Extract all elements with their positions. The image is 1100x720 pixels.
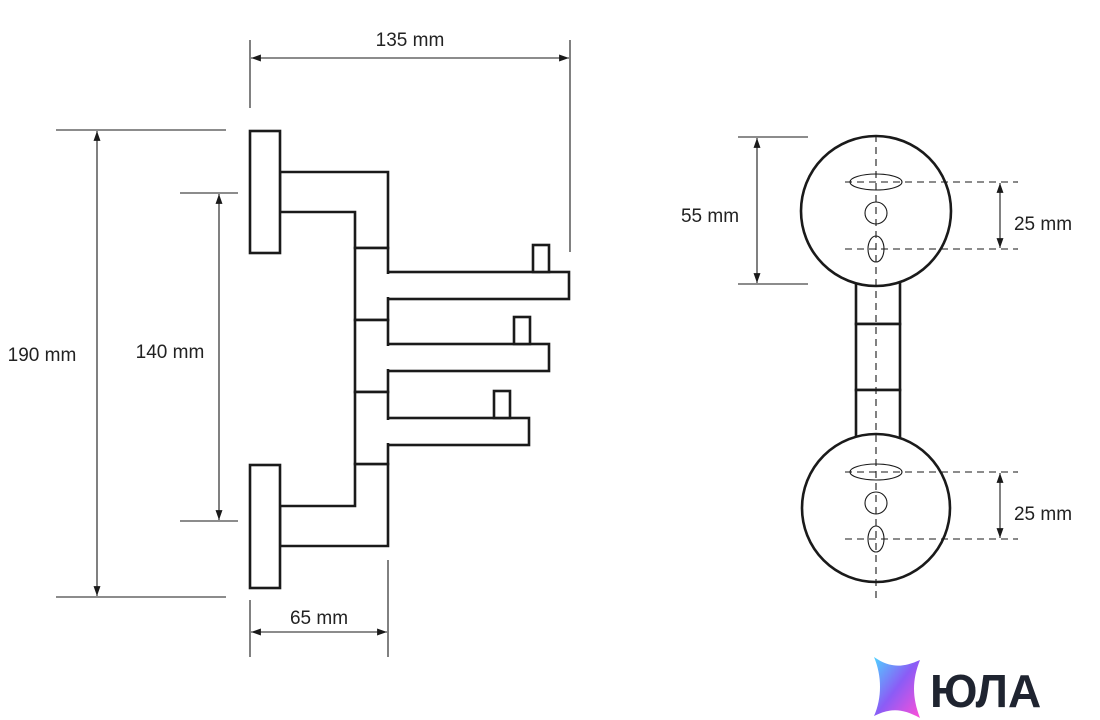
upper-bracket-arm: [278, 170, 390, 250]
hook-pin-3: [492, 389, 512, 420]
brand-logo: ЮЛА: [874, 657, 1041, 718]
hook-arm-3: [384, 416, 531, 447]
wall-plate-top: [248, 129, 282, 255]
column-segment-1: [353, 246, 390, 322]
label-depth: 65 mm: [290, 608, 348, 629]
column-segment-2: [353, 318, 390, 394]
hook-arm-2: [384, 342, 551, 373]
column-segment-3: [353, 390, 390, 466]
logo-star-icon: [874, 657, 920, 718]
label-width: 135 mm: [376, 30, 445, 51]
front-column-segment-2: [854, 322, 902, 392]
lower-bracket-arm: [278, 462, 390, 548]
hook-arm-1: [384, 270, 571, 301]
hook-pin-1: [531, 243, 551, 274]
label-hole-spacing-bottom: 25 mm: [1014, 504, 1072, 525]
label-height-inner: 140 mm: [136, 342, 205, 363]
wall-plate-bottom: [248, 463, 282, 590]
front-view: 55 mm 25 mm 25 mm: [681, 134, 1072, 600]
hook-pin-2: [512, 315, 532, 346]
label-hole-spacing-top: 25 mm: [1014, 214, 1072, 235]
side-view: 135 mm 190 mm 140 mm 65 mm: [8, 30, 571, 657]
front-column-segment-3: [854, 388, 902, 442]
label-height-total: 190 mm: [8, 345, 77, 366]
label-plate-diameter: 55 mm: [681, 206, 739, 227]
logo-text: ЮЛА: [930, 665, 1041, 717]
